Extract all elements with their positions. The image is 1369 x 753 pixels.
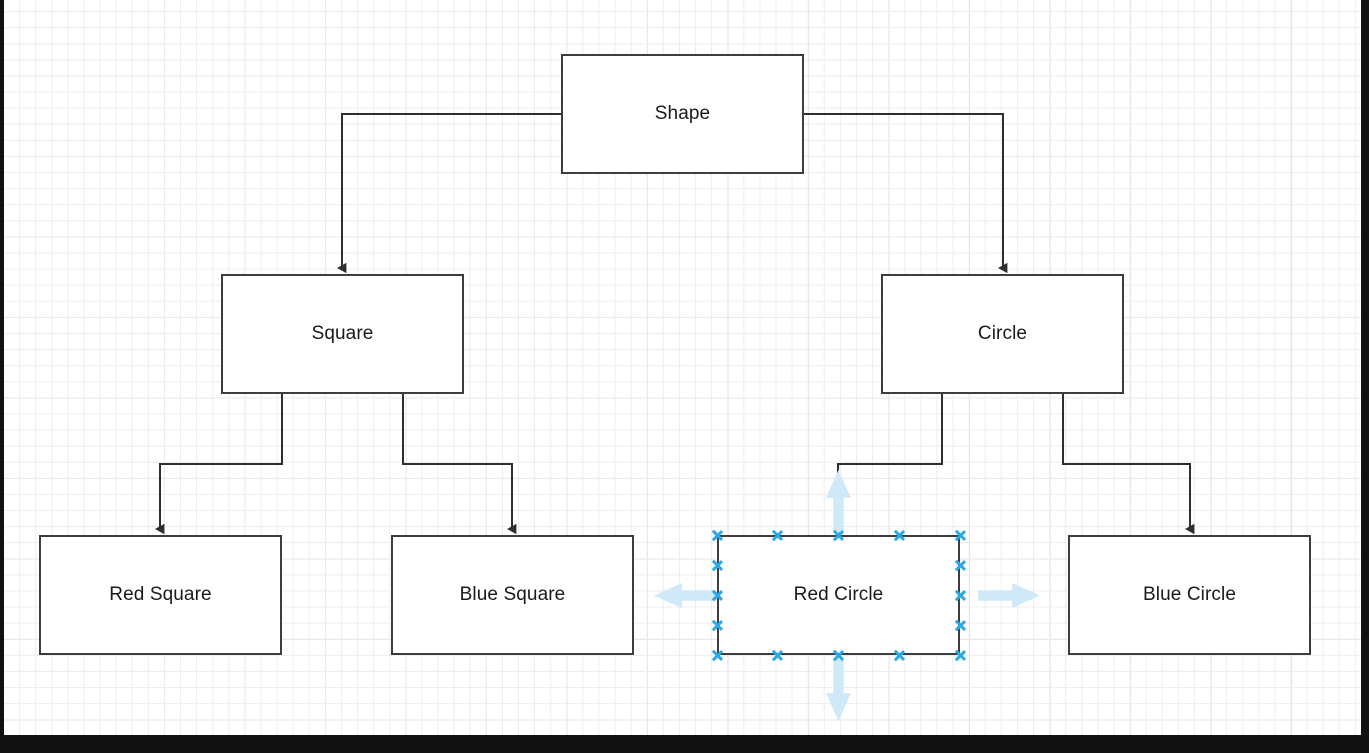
connector-shape-to-square[interactable] <box>342 113 561 268</box>
handle-top-quarter-right[interactable] <box>893 529 906 542</box>
direction-arrow-layer <box>654 470 1040 721</box>
handle-top-left[interactable] <box>711 529 724 542</box>
node-blue-square[interactable]: Blue Square <box>391 535 634 655</box>
direction-arrow-down[interactable] <box>826 659 851 721</box>
node-shape[interactable]: Shape <box>561 54 804 174</box>
node-label-blue-square: Blue Square <box>459 584 566 605</box>
handle-bottom-left[interactable] <box>711 649 724 662</box>
handle-right-lower[interactable] <box>954 619 967 632</box>
node-label-red-circle: Red Circle <box>793 584 884 605</box>
connector-square-to-red-square[interactable] <box>160 394 283 529</box>
direction-arrow-up[interactable] <box>826 470 851 532</box>
handle-bottom-right[interactable] <box>954 649 967 662</box>
handle-middle-left[interactable] <box>711 589 724 602</box>
node-label-circle: Circle <box>977 323 1028 344</box>
node-red-circle[interactable]: Red Circle <box>717 535 960 655</box>
direction-arrow-right[interactable] <box>978 583 1040 608</box>
node-label-red-square: Red Square <box>109 584 212 605</box>
window-edge-left <box>0 0 4 753</box>
connector-square-to-blue-square[interactable] <box>402 394 512 529</box>
direction-arrow-left[interactable] <box>654 583 716 608</box>
handle-top-quarter-left[interactable] <box>771 529 784 542</box>
handle-middle-right[interactable] <box>954 589 967 602</box>
handle-right-upper[interactable] <box>954 559 967 572</box>
connector-shape-to-circle[interactable] <box>804 113 1003 268</box>
window-edge-right <box>1361 0 1369 753</box>
node-label-shape: Shape <box>654 103 711 124</box>
node-blue-circle[interactable]: Blue Circle <box>1068 535 1311 655</box>
connector-circle-to-blue-circle[interactable] <box>1062 394 1190 529</box>
node-label-square: Square <box>311 323 374 344</box>
handle-top-center[interactable] <box>832 529 845 542</box>
window-edge-bottom <box>0 735 1369 753</box>
handle-top-right[interactable] <box>954 529 967 542</box>
handle-bottom-quarter-left[interactable] <box>771 649 784 662</box>
handle-left-lower[interactable] <box>711 619 724 632</box>
node-circle[interactable]: Circle <box>881 274 1124 394</box>
handle-left-upper[interactable] <box>711 559 724 572</box>
node-red-square[interactable]: Red Square <box>39 535 282 655</box>
handle-bottom-quarter-right[interactable] <box>893 649 906 662</box>
node-label-blue-circle: Blue Circle <box>1143 584 1236 605</box>
handle-bottom-center[interactable] <box>832 649 845 662</box>
node-square[interactable]: Square <box>221 274 464 394</box>
